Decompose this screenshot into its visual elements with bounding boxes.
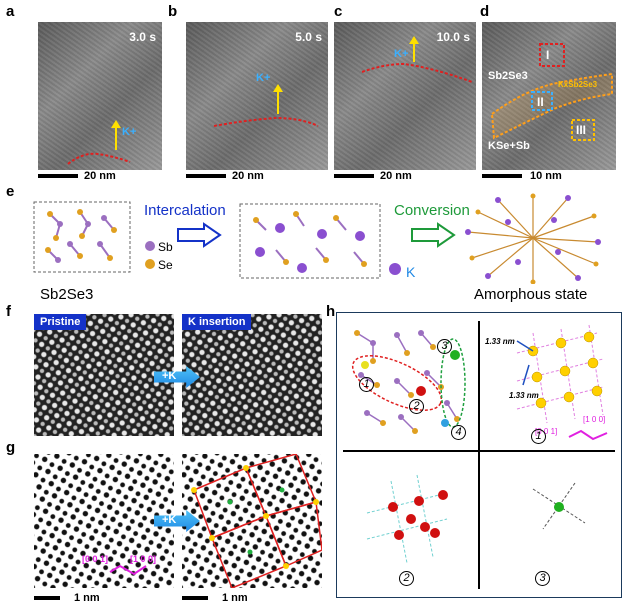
h-n3: 3 — [437, 339, 452, 354]
legend-k: K — [406, 264, 416, 280]
tem-image-d: I II III Sb2Se3 KxSb2Se3 KSe+Sb — [482, 22, 616, 170]
intercalated-structure — [239, 203, 381, 279]
phase-bottom: KSe+Sb — [488, 140, 530, 152]
legend-se: Se — [158, 258, 173, 272]
h-n1: 1 — [359, 377, 374, 392]
ion-b: K+ — [256, 72, 271, 84]
panel-b-label: b — [168, 3, 178, 20]
end-state: Amorphous state — [474, 286, 588, 303]
scale-bar-d — [482, 174, 522, 178]
arrow-plus-k-f-icon — [154, 366, 200, 388]
h-d2: 1.33 nm — [485, 337, 515, 346]
tag-pristine: Pristine — [34, 314, 87, 330]
scale-bar-g-right — [182, 596, 208, 600]
step-intercalation: Intercalation — [144, 202, 226, 219]
step-conversion: Conversion — [394, 202, 470, 219]
scale-bar-c — [334, 174, 374, 178]
scale-text-b: 20 nm — [232, 170, 264, 182]
ion-a: K+ — [122, 126, 137, 138]
arrow-plus-k-g-icon — [154, 510, 200, 532]
scale-text-g-right: 1 nm — [222, 592, 248, 604]
time-c: 10.0 s — [436, 30, 470, 44]
dots-pristine: [0 0 1] [1 0 0] — [34, 454, 174, 588]
h-n2: 2 — [409, 399, 424, 414]
panel-a-label: a — [6, 3, 15, 20]
arrow-conversion-icon — [411, 222, 456, 248]
scale-text-g-left: 1 nm — [74, 592, 100, 604]
sb2se3-structure — [33, 201, 131, 273]
tem-image-c: 10.0 s K+ — [334, 22, 476, 170]
arrow-plus-k-g: +K — [162, 514, 177, 526]
time-a: 3.0 s — [129, 30, 156, 44]
tag-k-insertion: K insertion — [182, 314, 252, 330]
scale-text-a: 20 nm — [84, 170, 116, 182]
panel-h-frame: 1.33 nm 1.33 nm [0 0 1] [1 0 0] 1 2 3 4 … — [336, 312, 622, 598]
dots-k-insertion — [182, 454, 322, 588]
h-dir2: [1 0 0] — [583, 415, 606, 424]
panel-e-label: e — [6, 183, 15, 200]
phase-top: Sb2Se3 — [488, 70, 528, 82]
panel-d-label: d — [480, 3, 490, 20]
tem-image-a: 3.0 s K+ — [38, 22, 162, 170]
time-b: 5.0 s — [295, 30, 322, 44]
panel-f-label: f — [6, 303, 11, 320]
scale-bar-a — [38, 174, 78, 178]
region-2: II — [537, 95, 544, 109]
h-q2-n1: 1 — [531, 429, 546, 444]
h-n4: 4 — [451, 425, 466, 440]
h-dir1: [0 0 1] — [535, 427, 558, 436]
panel-c-label: c — [334, 3, 343, 20]
panel-h-label: h — [326, 303, 336, 320]
h-q4-n3: 3 — [535, 571, 550, 586]
scale-text-d: 10 nm — [530, 170, 562, 182]
h-d1: 1.33 nm — [509, 391, 539, 400]
lattice-pristine: Pristine — [34, 314, 174, 436]
g-dir2: [1 0 0] — [130, 554, 157, 564]
scale-bar-g-left — [34, 596, 60, 600]
ion-c: K+ — [394, 48, 409, 60]
arrow-plus-k-f: +K — [162, 370, 177, 382]
tem-image-b: 5.0 s K+ — [186, 22, 328, 170]
arrow-intercalation-icon — [177, 222, 222, 248]
panel-g-label: g — [6, 439, 16, 456]
g-dir1: [0 0 1] — [82, 554, 109, 564]
legend-sb: Sb — [158, 240, 173, 254]
scale-bar-b — [186, 174, 226, 178]
amorphous-structure — [465, 193, 601, 284]
legend-dots — [145, 241, 155, 269]
k-dot — [389, 263, 401, 275]
region-3: III — [576, 123, 587, 137]
start-formula: Sb2Se3 — [40, 286, 94, 303]
phase-interface: KxSb2Se3 — [558, 80, 598, 89]
h-q3-n2: 2 — [399, 571, 414, 586]
region-1: I — [546, 48, 550, 62]
lattice-k-insertion: K insertion — [182, 314, 322, 436]
scale-text-c: 20 nm — [380, 170, 412, 182]
